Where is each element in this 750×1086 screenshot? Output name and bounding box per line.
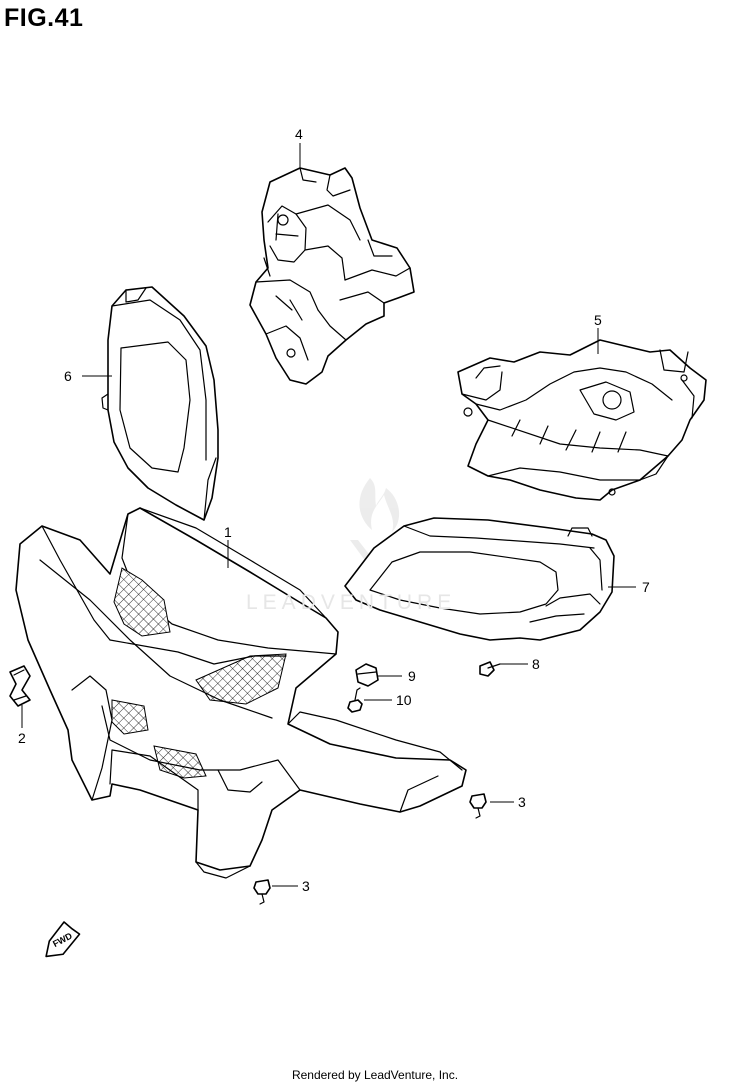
part-6-headlight-bezel [101,286,219,521]
watermark-text: LEADVENTURE [246,591,457,614]
part-8-screw [479,661,501,677]
callout-3-lower: 3 [302,878,310,894]
footer-credit: Rendered by LeadVenture, Inc. [291,1068,459,1082]
part-5-support-bracket [457,339,707,501]
callout-10: 10 [396,692,412,708]
part-7-headlight-bezel [344,517,615,641]
callout-2: 2 [18,730,26,746]
callout-6: 6 [64,368,72,384]
part-9-grommet [355,663,379,687]
callout-9: 9 [408,668,416,684]
part-1-front-grille-panel [15,507,467,879]
callout-8: 8 [532,656,540,672]
fwd-arrow: FWD [45,921,81,958]
callout-5: 5 [594,312,602,328]
callout-3-right: 3 [518,794,526,810]
part-2-emblem [9,665,31,707]
part-4-housing-bracket [249,167,415,385]
part-10-pin [347,687,363,713]
callout-7: 7 [642,579,650,595]
part-3-rivet-right [469,793,487,819]
part-3-rivet-lower [253,879,271,905]
figure-title: FIG.41 [4,4,84,32]
callout-4: 4 [295,126,303,142]
callout-1: 1 [224,524,232,540]
